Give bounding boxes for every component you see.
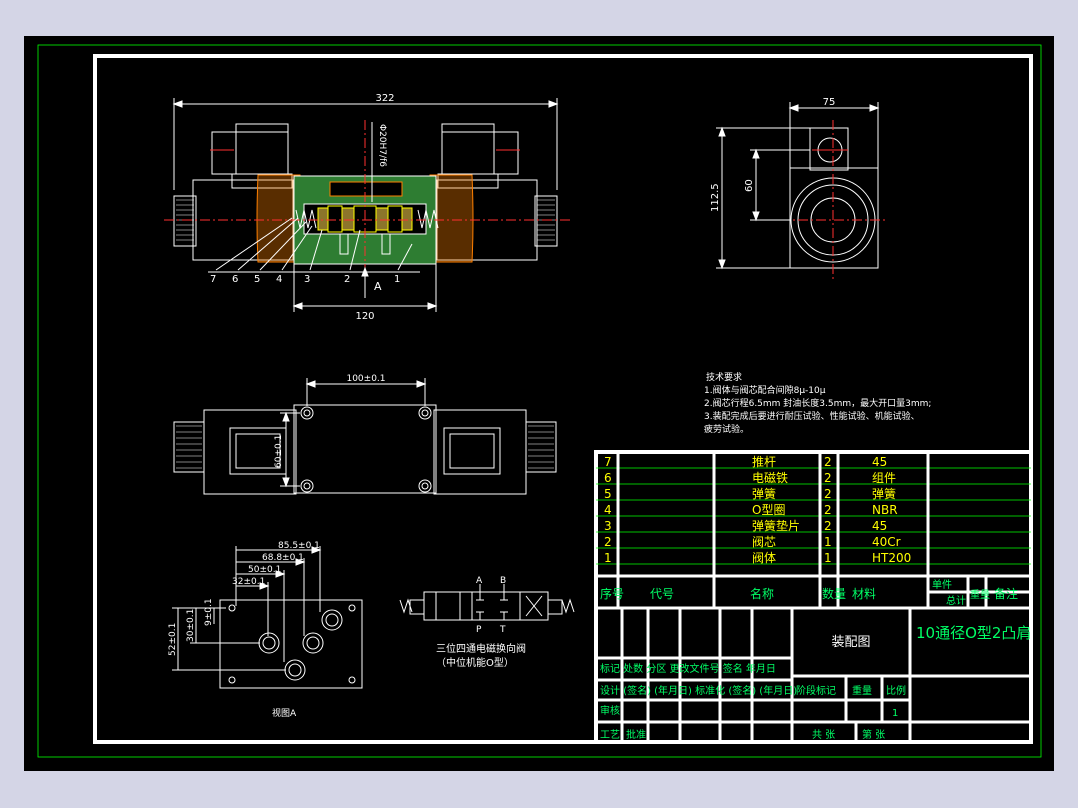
bom-name: 电磁铁 (752, 470, 788, 485)
bom-mat: 40Cr (872, 535, 901, 549)
header-qty: 数量 (822, 586, 846, 601)
port-a: A (476, 576, 483, 586)
bom-name: 弹簧 (752, 486, 776, 501)
bom-no: 1 (604, 551, 612, 565)
section-label-a: A (374, 280, 382, 293)
tech-title: 技术要求 (706, 371, 742, 383)
bom-name: 阀体 (752, 551, 776, 565)
dim-a-v2: 30±0.1 (186, 609, 196, 642)
bom-name: 弹簧垫片 (752, 518, 800, 533)
title-block: 7 推杆 2 45 6 电磁铁 2 组件 5 弹簧 2 弹簧 4 O型圈 2 N… (594, 450, 1033, 744)
part-label: 6 (232, 274, 238, 285)
front-section-view: 322 (164, 93, 572, 322)
sheet-number: 第 张 (862, 728, 885, 741)
dim-side-center: 60 (744, 179, 755, 192)
bom-qty: 2 (824, 455, 832, 469)
dim-a-4: 32±0.1 (232, 577, 265, 587)
hydraulic-symbol (399, 584, 575, 621)
tech-line: 2.阀芯行程6.5mm 封油长度3.5mm，最大开口量3mm; (704, 397, 931, 409)
dim-hole-spacing: 100±0.1 (346, 374, 385, 384)
dim-hole-height: 60±0.1 (274, 435, 284, 468)
symbol-caption-2: （中位机能O型） (436, 656, 514, 669)
stage-mark: 阶段标记 (796, 684, 836, 697)
sheet-total: 共 张 (812, 729, 835, 741)
bom-mat: 45 (872, 519, 887, 533)
dim-body-length: 120 (355, 311, 374, 322)
dim-a-2: 68.8±0.1 (262, 553, 304, 563)
bom-no: 5 (604, 487, 612, 501)
port-b: B (500, 576, 506, 586)
scale-label: 比例 (886, 684, 906, 697)
bom-no: 2 (604, 535, 612, 549)
part-label: 3 (304, 274, 310, 285)
symbol-caption: 三位四通电磁换向阀 (436, 642, 526, 655)
drawing-title: 10通径O型2凸肩 (916, 624, 1031, 642)
bom-qty: 2 (824, 487, 832, 501)
bom-name: 阀芯 (752, 535, 776, 549)
bom-mat: 弹簧 (872, 486, 896, 501)
tech-line: 疲劳试验。 (704, 423, 749, 435)
dim-a-v3: 9±0.1 (204, 598, 214, 626)
weight-label: 重量 (852, 684, 872, 697)
dim-overall-length: 322 (375, 93, 394, 104)
header-no: 序号 (600, 586, 624, 601)
row-process: 工艺 (600, 729, 620, 741)
scale-value: 1 (892, 708, 898, 719)
bom-name: O型圈 (752, 503, 785, 517)
top-view: 100±0.1 60±0.1 (173, 374, 557, 495)
dim-side-width: 75 (823, 97, 836, 108)
bom-mat: 组件 (872, 471, 896, 485)
part-number-labels: 7 6 5 4 3 2 1 (210, 274, 400, 285)
part-label: 4 (276, 274, 282, 285)
symbol-ports: A B P T (476, 576, 506, 635)
dim-a-v1: 52±0.1 (168, 623, 178, 656)
part-label: 5 (254, 274, 260, 285)
header-single: 单件 (932, 579, 952, 591)
dim-a-3: 50±0.1 (248, 565, 281, 575)
bom-qty: 1 (824, 551, 832, 565)
bom-qty: 1 (824, 535, 832, 549)
side-view: 75 112.5 60 (710, 97, 888, 280)
bom-mat: HT200 (872, 551, 911, 565)
row-revision: 标记 处数 分区 更改文件号 签名 年月日 (600, 662, 776, 675)
dim-bore: Φ20H7/f6 (377, 124, 387, 167)
bom-mat: NBR (872, 503, 898, 517)
row-review: 审核 (600, 704, 620, 717)
header-remark: 备注 (994, 586, 1018, 601)
view-a: 85.5±0.1 68.8±0.1 50±0.1 32±0.1 52±0.1 3… (168, 541, 363, 689)
drawing-type: 装配图 (831, 635, 870, 650)
bom-no: 3 (604, 519, 612, 533)
header-name: 名称 (750, 586, 774, 601)
bom-qty: 2 (824, 503, 832, 517)
dim-side-height: 112.5 (710, 183, 721, 212)
tech-requirements: 技术要求 1.阀体与阀芯配合间隙8μ-10μ 2.阀芯行程6.5mm 封油长度3… (704, 371, 931, 435)
port-p: P (476, 625, 482, 635)
part-label: 1 (394, 274, 400, 285)
bom-name: 推杆 (752, 455, 776, 469)
bom-qty: 2 (824, 471, 832, 485)
header-code: 代号 (650, 587, 674, 601)
bom-mat: 45 (872, 455, 887, 469)
tech-line: 1.阀体与阀芯配合间隙8μ-10μ (704, 384, 826, 396)
bom-qty: 2 (824, 519, 832, 533)
view-a-label: 视图A (272, 707, 297, 719)
row-design: 设计 (签名) (年月日) 标准化 (签名) (年月日) (600, 684, 797, 697)
part-label: 7 (210, 274, 216, 285)
header-material: 材料 (852, 587, 876, 601)
row-approve: 批准 (626, 728, 646, 741)
bom-no: 4 (604, 503, 612, 517)
tech-line: 3.装配完成后要进行耐压试验、性能试验、机能试验、 (704, 410, 920, 422)
bom-no: 6 (604, 471, 612, 485)
bom-no: 7 (604, 455, 612, 469)
port-t: T (499, 625, 506, 635)
drawing-frame (93, 54, 1033, 744)
dim-a-1: 85.5±0.1 (278, 541, 320, 551)
header-weight: 重量 (970, 588, 990, 601)
header-total: 总计 (946, 594, 966, 607)
part-label: 2 (344, 274, 350, 285)
outer-border (37, 44, 1042, 758)
